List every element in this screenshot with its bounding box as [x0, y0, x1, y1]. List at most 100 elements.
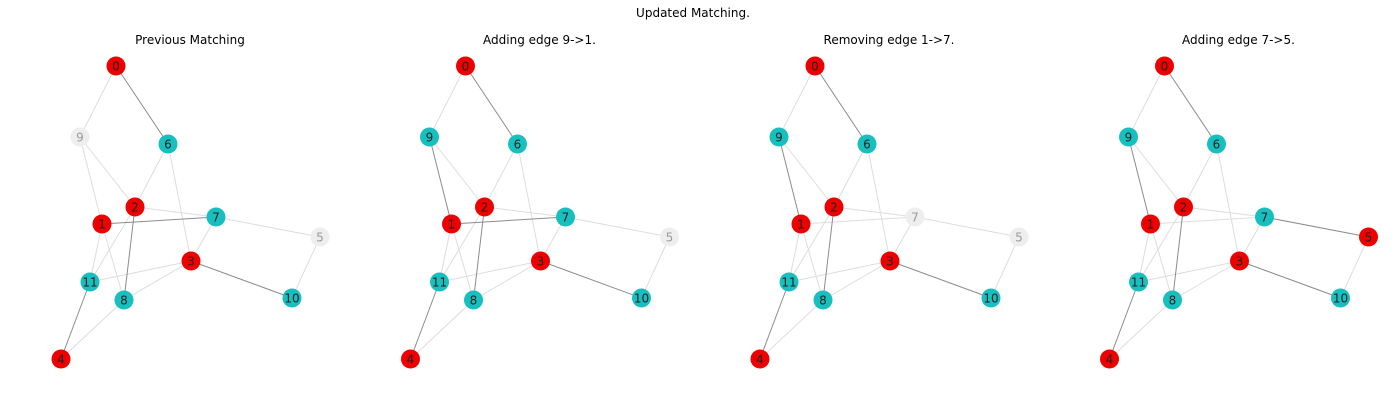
node-label: 1 — [797, 217, 805, 231]
graph-edge — [1183, 206, 1265, 218]
graph-edge — [833, 143, 868, 208]
graph-node — [310, 227, 330, 247]
matched-edge — [473, 206, 485, 301]
node-label: 3 — [187, 254, 195, 268]
graph-edge — [788, 223, 802, 283]
graph-edge — [517, 143, 541, 262]
node-label: 9 — [775, 130, 783, 144]
edges-group — [60, 65, 321, 360]
graph-edge — [1138, 206, 1184, 283]
graph-node — [905, 207, 925, 227]
matched-edge — [778, 136, 802, 225]
matched-edge — [101, 216, 217, 225]
graph-edge — [79, 136, 136, 208]
matched-edge — [1128, 136, 1151, 225]
node-label: 8 — [1169, 293, 1177, 307]
graph-node — [857, 134, 877, 154]
graph-edge — [89, 206, 136, 283]
node-label: 10 — [1333, 291, 1348, 305]
node-label: 8 — [819, 293, 827, 307]
matched-edge — [1172, 206, 1184, 301]
graph-edge — [79, 136, 103, 225]
matched-edge — [451, 216, 566, 225]
graph-edge — [101, 223, 125, 301]
node-label: 5 — [666, 230, 674, 244]
graph-node — [401, 349, 420, 369]
node-label: 0 — [112, 59, 120, 73]
matched-edge — [814, 65, 868, 145]
node-label: 3 — [886, 254, 894, 268]
graph-edge — [914, 216, 1020, 238]
graph-edge — [759, 299, 824, 360]
graph-edge — [89, 260, 192, 283]
matched-edge — [1109, 281, 1139, 360]
node-label: 5 — [1365, 230, 1373, 244]
graph-node — [813, 290, 833, 310]
node-label: 6 — [1213, 137, 1221, 151]
matched-edge — [115, 65, 169, 145]
graph-node — [158, 134, 178, 154]
graph-edge — [1128, 65, 1165, 138]
panel-title: Removing edge 1->7. — [824, 33, 955, 47]
matched-edge — [822, 206, 835, 301]
graph-edge — [439, 206, 485, 283]
graph-node — [106, 56, 126, 76]
graph-edge — [822, 260, 891, 301]
graph-node — [464, 290, 483, 310]
node-label: 0 — [462, 59, 470, 73]
graph-edge — [484, 143, 518, 208]
graph-edge — [215, 216, 321, 238]
graph-edge — [291, 236, 321, 299]
graph-edge — [1138, 260, 1240, 283]
node-label: 6 — [863, 137, 871, 151]
graph-edge — [484, 206, 566, 218]
matched-edge — [465, 65, 518, 145]
node-label: 9 — [1125, 130, 1133, 144]
graph-node — [1359, 227, 1378, 247]
graph-edge — [1340, 236, 1369, 299]
graph-node — [824, 197, 844, 217]
graph-node — [1331, 288, 1350, 308]
graph-node — [282, 288, 302, 308]
graph-node — [779, 272, 799, 292]
node-label: 7 — [212, 210, 220, 224]
node-label: 7 — [562, 210, 570, 224]
node-label: 8 — [470, 293, 478, 307]
graph-edge — [134, 143, 169, 208]
graph-node — [70, 127, 90, 147]
graph-edge — [451, 223, 474, 301]
graph-edge — [167, 143, 192, 262]
node-label: 6 — [164, 137, 172, 151]
graph-node — [206, 207, 226, 227]
graph-node — [420, 127, 439, 147]
edges-group — [410, 65, 670, 360]
graph-node — [125, 197, 145, 217]
graph-node — [442, 214, 461, 234]
node-label: 1 — [98, 217, 106, 231]
matched-edge — [889, 260, 992, 299]
matched-edge — [190, 260, 293, 299]
matched-edge — [60, 281, 91, 360]
graph-node — [1163, 290, 1182, 310]
graph-node — [1174, 197, 1193, 217]
graph-edge — [778, 65, 816, 138]
node-label: 9 — [76, 130, 84, 144]
graph-edge — [429, 65, 466, 138]
graph-node — [80, 272, 100, 292]
edges-group — [759, 65, 1020, 360]
graph-edge — [60, 299, 125, 360]
graph-node — [1230, 251, 1249, 271]
graph-edge — [990, 236, 1020, 299]
graph-node — [475, 197, 494, 217]
graph-node — [1155, 56, 1174, 76]
graph-node — [660, 227, 679, 247]
graph-node — [51, 349, 71, 369]
matched-edge — [540, 260, 642, 299]
edges-group — [1109, 65, 1369, 360]
graph-edge — [800, 223, 824, 301]
